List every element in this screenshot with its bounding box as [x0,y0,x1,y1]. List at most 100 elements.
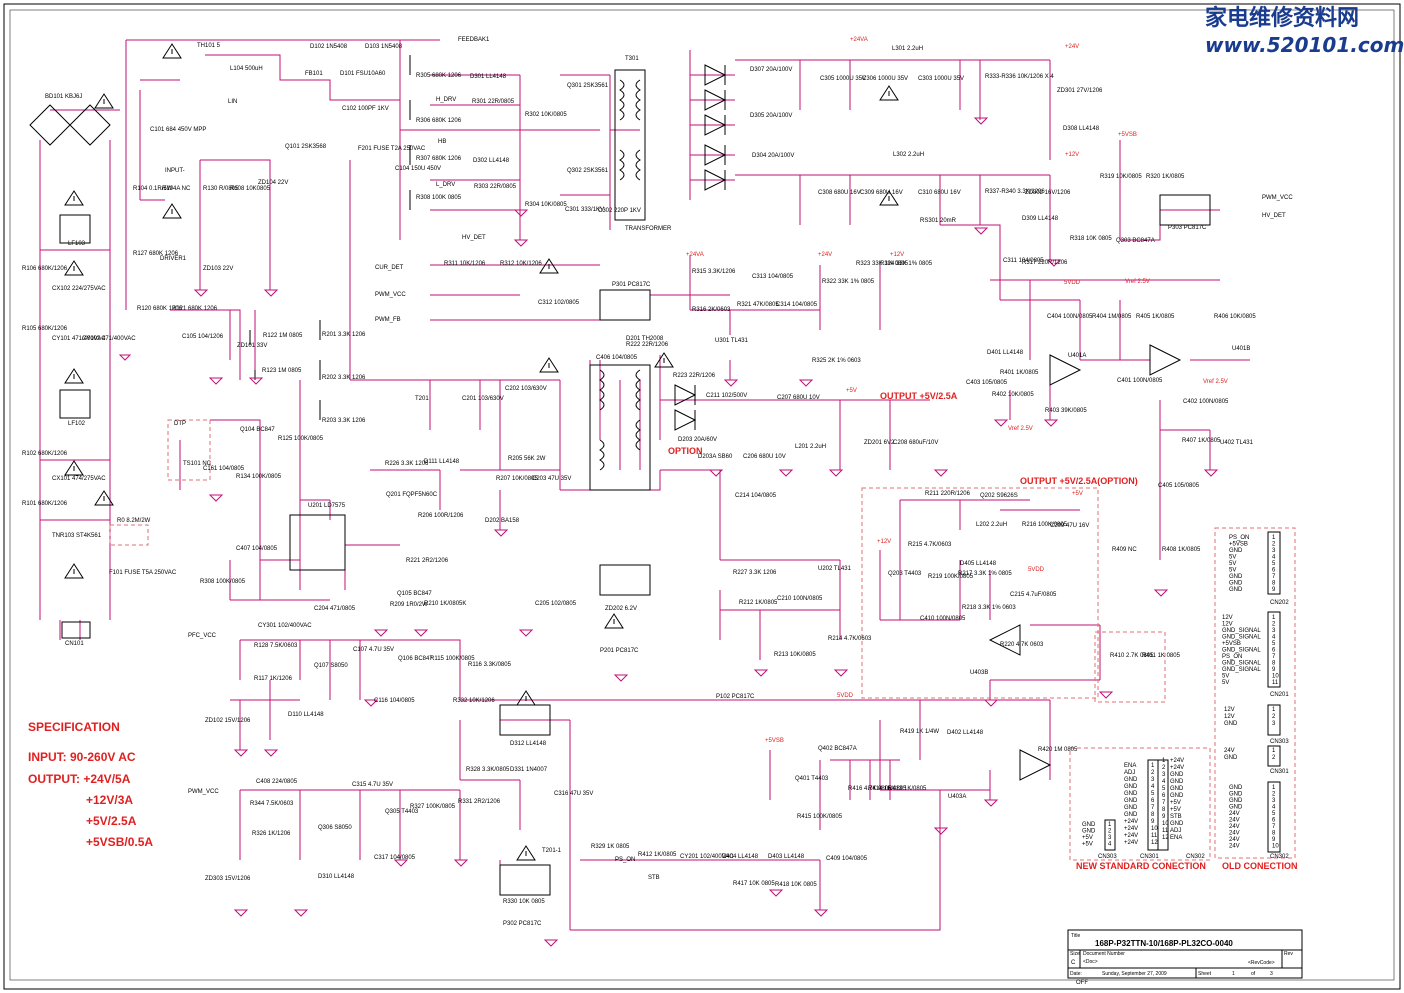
component-label: F201 FUSE T2A 250VAC [358,146,426,152]
connector-pin-label: 12V [1224,714,1235,720]
net-label: PWM_VCC [1262,195,1293,201]
component-label: R412 1K/0805 [638,852,677,858]
component-label: R322 33K 1% 0805 [822,279,875,285]
component-label: C102 100PF 1KV [342,106,389,112]
option-label: OPTION [668,446,703,456]
connector-pin-number: 3 [1272,628,1276,634]
connector-pin-number: 1 [1162,758,1166,764]
cn303b-name: CN303 [1270,739,1289,745]
component-label: C202 103/630V [505,386,547,392]
connector-pin-number: 7 [1272,824,1276,830]
component-label: P302 PC817C [503,921,542,927]
wiring [39,39,1250,931]
connector-pin-label: GND_SIGNAL [1222,661,1261,667]
component-label: R328 3.3K/0805 [466,767,510,773]
component-label: C209 47U 16V [1050,523,1089,529]
connector-pin-number: 10 [1162,821,1169,827]
net-label: CUR_DET [375,265,404,271]
connector-pin-number: 2 [1272,714,1276,720]
ground-symbols [118,117,1219,947]
component-label: D401 LL4148 [987,350,1024,356]
component-label: C161 104/0805 [203,466,245,472]
net-label: PWM_FB [375,317,401,323]
option-filter-box [1094,631,1166,703]
component-label: D405 LL4148 [960,561,997,567]
connector-pin-label: PS_ON [1222,654,1242,660]
component-label: R320 1K/0805 [1146,174,1185,180]
component-label: RS301 20mR [920,218,957,224]
spec-output-5v: +5V/2.5A [86,814,137,828]
connector-pin-number: 3 [1272,548,1276,554]
connector-pin-label: 5V [1222,674,1229,680]
connector-pin-label: GND [1170,793,1184,799]
component-label: C104 150U 450V [395,166,441,172]
component-label: C313 104/0805 [752,274,794,280]
connector-pin-label: 24V [1229,844,1240,850]
component-label: ZD201 6V2 [864,440,895,446]
component-symbols [29,43,1281,896]
component-label: C309 680U 16V [860,190,903,196]
connector-pin-label: GND_SIGNAL [1222,667,1261,673]
connector-pin-number: 5 [1272,811,1276,817]
connector-pin-label: 5V [1222,680,1229,686]
connector-pin-number: 2 [1151,770,1155,776]
net-label: PS_ON [615,857,635,863]
component-label: D203 20A/60V [678,437,717,443]
component-label: C203 47U 35V [532,476,571,482]
component-label: R332 10K/1206 [453,698,495,704]
net-label: PFC_VCC [188,633,217,639]
component-label: ZD302 16V/1206 [1025,190,1071,196]
component-label: D103 1N5408 [365,44,403,50]
component-label: R205 56K 2W [508,456,546,462]
component-label: D308 LL4148 [1063,126,1100,132]
component-label: R214 4.7K/0603 [828,636,872,642]
connector-pin-label: ENA [1170,835,1182,841]
connector-pin-number: 12 [1162,835,1169,841]
component-label: P201 PC817C [600,648,639,654]
sheet-value: 1 [1232,971,1235,977]
component-label: R321 47K/0805 [737,302,779,308]
component-label: R102 680K/1206 [22,451,68,457]
net-label: INPUT- [165,168,185,174]
watermark-cn: 家电维修资料网 [1205,5,1359,31]
connector-pin-label: 5V [1229,555,1236,561]
old-connector-box [1214,527,1296,859]
rail-label: 5VDD [837,693,854,699]
component-label: D302 LL4148 [473,158,510,164]
component-label: Q203 T4403 [888,571,922,577]
connector-pin-label: +5V [1170,800,1181,806]
component-label: BD101 KBJ6J [45,94,82,100]
component-label: U401B [1232,346,1250,352]
rail-label: +5V [846,388,857,394]
component-label: C410 100N/0805 [920,616,966,622]
connector-pin-label: ENA [1124,763,1136,769]
component-label: Q107 S8050 [314,663,348,669]
component-label: U403A [948,794,966,800]
component-label: ZD104 22V [258,180,288,186]
component-label: U202 TL431 [818,566,852,572]
new-standard-title: NEW STANDARD CONECTION [1076,861,1206,871]
component-label: TRANSFORMER [625,226,672,232]
component-label: L202 2.2uH [976,522,1007,528]
component-label: Q101 2SK3568 [285,144,327,150]
connector-pin-label: +24V [1124,826,1138,832]
connector-pin-label: +24V [1124,833,1138,839]
component-label: LF103 [68,241,86,247]
connector-pin-number: 5 [1162,786,1166,792]
component-label: ZD202 6.2V [605,606,637,612]
component-label: R327 100K/0805 [410,804,456,810]
connector-pin-number: 6 [1272,648,1276,654]
component-label: R222 22R/1206 [626,342,669,348]
component-label: R308 100K 0805 [416,195,462,201]
component-label: R128 7.5K/0603 [254,643,298,649]
component-label: R115 100K/0805 [430,656,475,662]
connector-pin-label: +5VSB [1222,641,1241,647]
connector-pin-number: 2 [1162,765,1166,771]
connector-pin-number: 6 [1272,818,1276,824]
component-label: R301 22R/0805 [472,99,515,105]
component-label: R331 2R2/1206 [458,799,501,805]
component-label: C116 104/0805 [374,698,415,704]
component-label: STB [648,875,660,881]
connector-pin-number: 11 [1162,828,1169,834]
